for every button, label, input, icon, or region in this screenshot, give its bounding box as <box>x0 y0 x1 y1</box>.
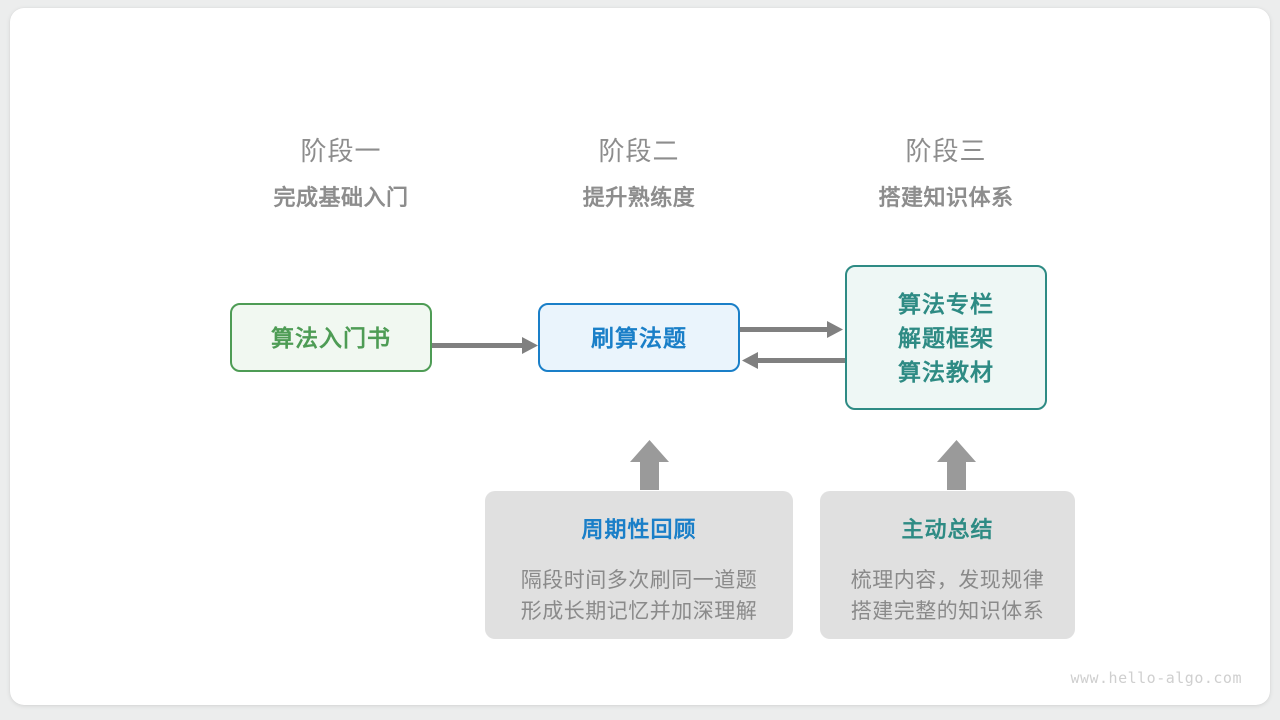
stage-subtitle: 完成基础入门 <box>273 185 409 210</box>
info-card-body-line-1: 梳理内容，发现规律 <box>850 569 1045 592</box>
arrow-system-to-practice <box>742 352 845 369</box>
arrow-practice-to-system <box>740 321 843 338</box>
stage-header-2: 阶段二 提升熟练度 <box>539 134 739 214</box>
info-card-body: 隔段时间多次刷同一道题 形成长期记忆并加深理解 <box>521 565 758 627</box>
watermark: www.hello-algo.com <box>1070 669 1242 687</box>
stage-header-1: 阶段一 完成基础入门 <box>241 134 441 214</box>
info-card-title: 周期性回顾 <box>581 517 697 542</box>
info-card-title: 主动总结 <box>901 517 994 542</box>
stage-title: 阶段一 <box>300 136 382 166</box>
node-knowledge-system[interactable]: 算法专栏 解题框架 算法教材 <box>845 265 1047 410</box>
arrow-review-to-practice <box>630 440 669 490</box>
diagram-canvas: 阶段一 完成基础入门 阶段二 提升熟练度 阶段三 搭建知识体系 算法入门书 刷算… <box>10 8 1270 705</box>
node-label-line-3: 算法教材 <box>898 358 994 385</box>
info-card-body-line-1: 隔段时间多次刷同一道题 <box>520 569 758 592</box>
stage-header-3: 阶段三 搭建知识体系 <box>846 134 1046 214</box>
stage-subtitle: 提升熟练度 <box>582 185 696 210</box>
node-label-line-1: 算法专栏 <box>898 290 994 317</box>
node-label: 刷算法题 <box>591 324 687 351</box>
stage-title: 阶段二 <box>598 136 680 166</box>
info-card-periodic-review[interactable]: 周期性回顾 隔段时间多次刷同一道题 形成长期记忆并加深理解 <box>485 491 793 639</box>
info-card-active-summary[interactable]: 主动总结 梳理内容，发现规律 搭建完整的知识体系 <box>820 491 1075 639</box>
node-practice-problems[interactable]: 刷算法题 <box>538 303 740 372</box>
arrow-summary-to-system <box>937 440 976 490</box>
node-label: 算法入门书 <box>271 324 391 351</box>
node-intro-book[interactable]: 算法入门书 <box>230 303 432 372</box>
stage-title: 阶段三 <box>905 136 987 166</box>
info-card-body-line-2: 搭建完整的知识体系 <box>850 600 1045 623</box>
info-card-body: 梳理内容，发现规律 搭建完整的知识体系 <box>851 565 1045 627</box>
stage-subtitle: 搭建知识体系 <box>878 185 1014 210</box>
info-card-body-line-2: 形成长期记忆并加深理解 <box>520 600 758 623</box>
node-label-line-2: 解题框架 <box>898 324 994 351</box>
arrow-book-to-practice <box>432 337 538 354</box>
